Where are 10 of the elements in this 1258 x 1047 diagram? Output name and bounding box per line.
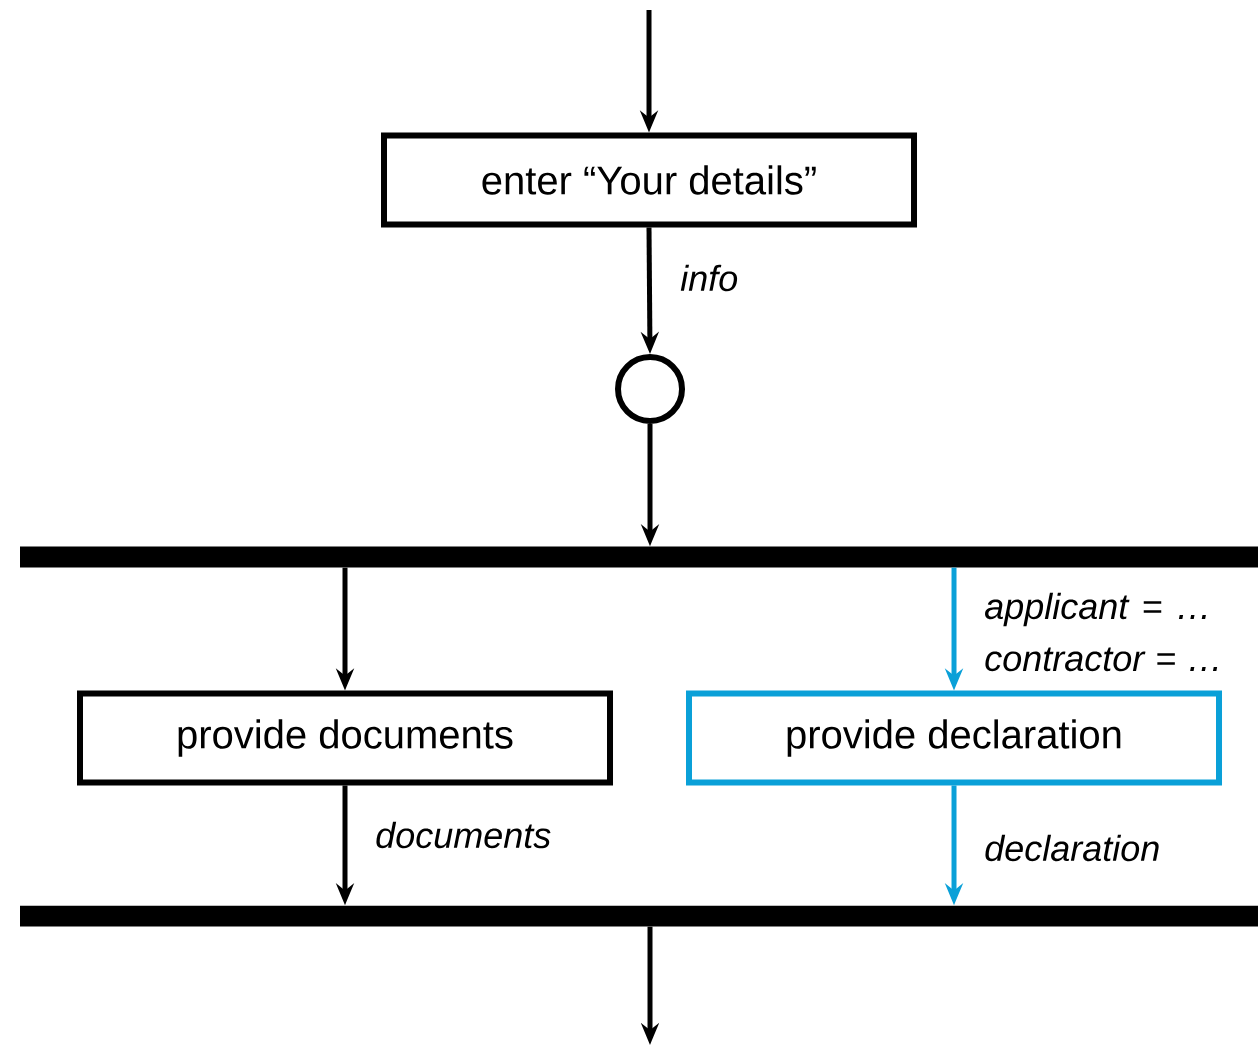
process-box: provide declaration (686, 690, 1222, 786)
process-box: provide documents (77, 690, 613, 786)
edge-label: declaration (985, 834, 1159, 862)
edge-label: applicant = … contractor = … (985, 592, 1218, 672)
merge-circle (615, 354, 685, 424)
edge-label: documents (376, 821, 551, 849)
sync-bar (20, 905, 1258, 927)
sync-bar (20, 546, 1258, 568)
process-box: enter “Your details” (381, 132, 917, 228)
edge-label: info (680, 264, 738, 292)
